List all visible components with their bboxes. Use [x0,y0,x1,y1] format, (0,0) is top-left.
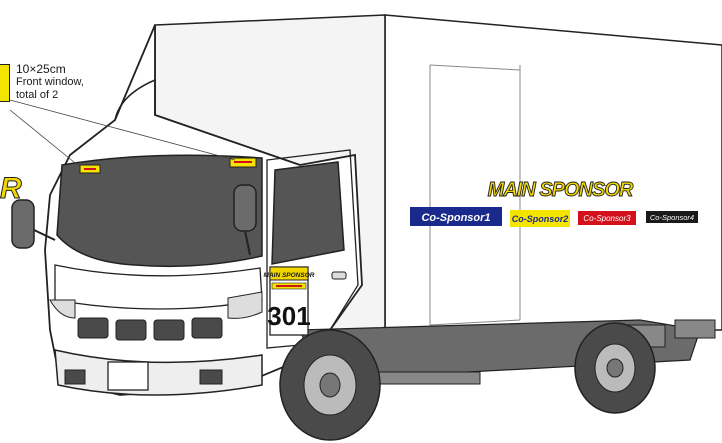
co-sponsor-1: Co-Sponsor1 [410,207,502,226]
callout-size: 10×25cm [16,63,84,76]
door-panel-header: MAIN SPONSOR [264,272,315,279]
windshield-sticker-callout: 10×25cm Front window, total of 2 [16,63,84,102]
left-mirror [12,200,34,248]
door-handle [332,272,346,279]
right-mirror [234,185,256,231]
main-sponsor-logo: MAIN SPONSOR [488,179,634,201]
co-sponsor-3-label: Co-Sponsor3 [583,214,631,223]
co-sponsor-2: Co-Sponsor2 [510,210,570,227]
callout-leader-line-1 [10,110,80,167]
partial-main-sponsor-logo: R [0,172,21,206]
callout-line-1: Front window, [16,76,84,89]
race-number: 301 [267,301,310,331]
box-back-face [385,15,722,340]
windshield-sticker-left [80,165,100,173]
co-sponsor-3: Co-Sponsor3 [578,211,636,225]
door-racing-panel: MAIN SPONSOR 301 [264,267,315,335]
co-sponsor-4: Co-Sponsor4 [646,211,698,223]
front-wheel [280,330,380,440]
door-window [272,162,344,264]
co-sponsor-1-label: Co-Sponsor1 [421,212,490,224]
callout-sticker-sample [0,64,10,102]
co-sponsor-4-label: Co-Sponsor4 [650,213,694,222]
callout-line-2: total of 2 [16,89,84,102]
co-sponsor-2-label: Co-Sponsor2 [512,214,569,224]
rear-wheel [575,323,655,413]
license-plate [108,362,148,390]
